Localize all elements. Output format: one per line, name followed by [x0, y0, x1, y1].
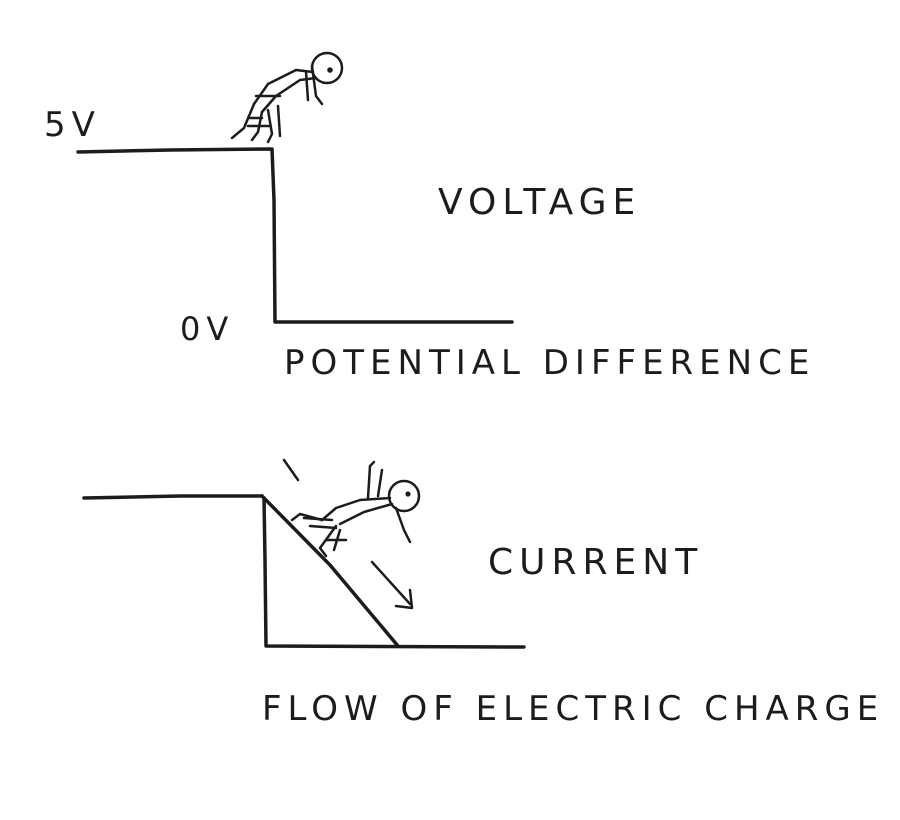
peering-figure-icon: [230, 51, 344, 144]
flow-arrow-icon: [370, 560, 414, 610]
motion-line-icon: [282, 458, 300, 482]
current-title: CURRENT: [488, 542, 703, 583]
voltage-title: VOLTAGE: [438, 182, 641, 223]
current-slope: [260, 494, 400, 648]
potential-difference-caption: POTENTIAL DIFFERENCE: [284, 343, 815, 383]
voltage-panel: 5V 0V VOLTAGE POTENTIAL DIFFERENCE: [44, 51, 815, 383]
current-panel: CURRENT FLOW OF ELECTRIC CHARGE: [82, 458, 884, 729]
voltage-step-line: [76, 147, 514, 324]
high-voltage-label: 5V: [44, 105, 101, 145]
current-high-ledge: [82, 494, 264, 500]
flow-of-electric-charge-caption: FLOW OF ELECTRIC CHARGE: [262, 689, 884, 729]
low-voltage-label: 0V: [180, 310, 234, 348]
sliding-figure-icon: [290, 460, 421, 558]
current-step-wall: [262, 496, 526, 649]
